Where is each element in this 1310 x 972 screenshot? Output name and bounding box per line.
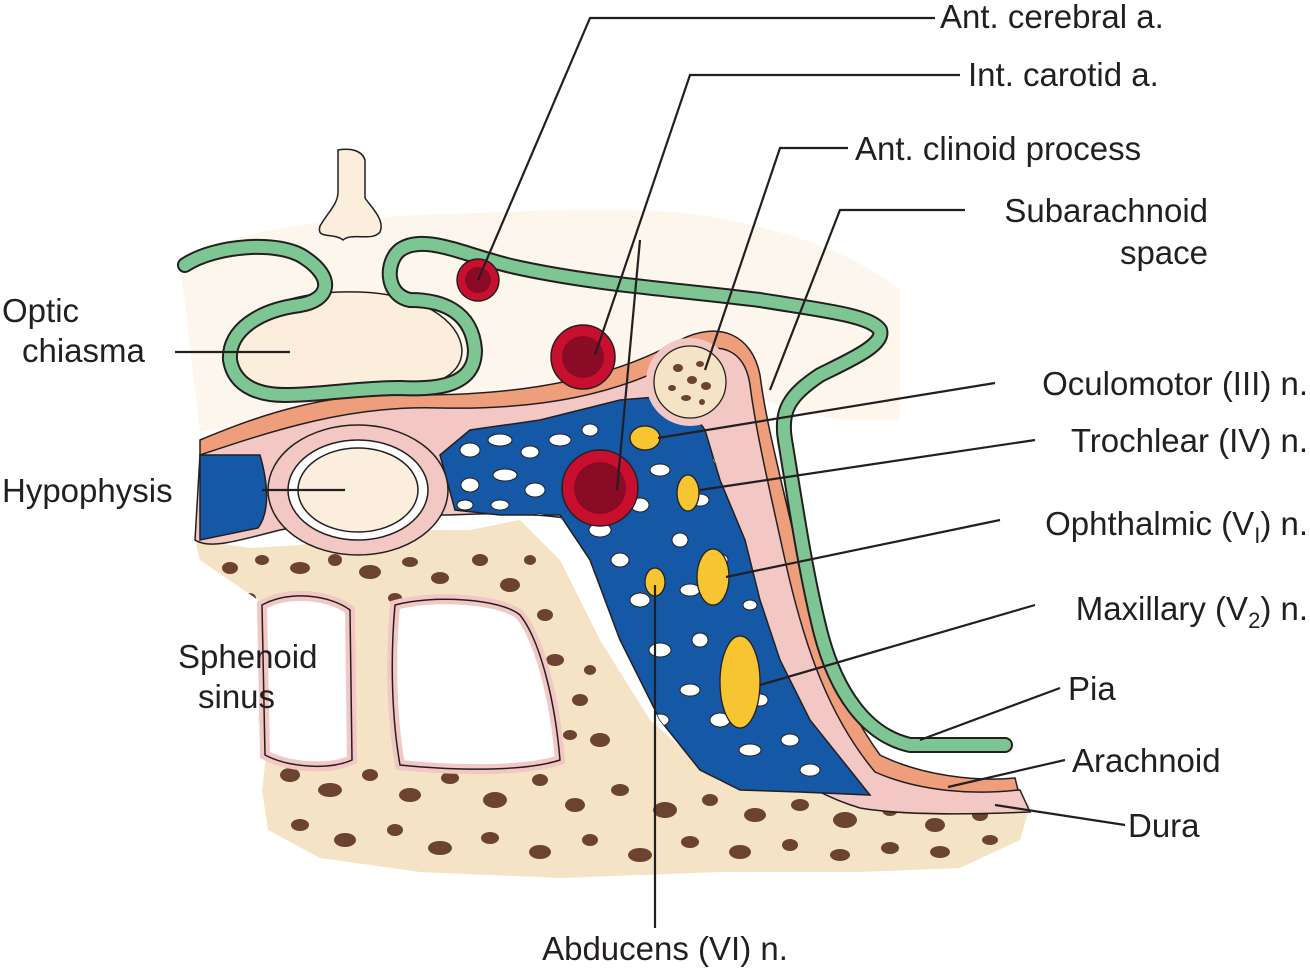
- label-maxillary: Maxillary (V2) n.: [1076, 590, 1308, 633]
- label-ant-clinoid: Ant. clinoid process: [855, 130, 1141, 167]
- pituitary-stalk: [318, 148, 382, 241]
- oculomotor-nerve: [629, 425, 661, 451]
- intercavernous-sinus: [199, 454, 268, 541]
- label-sphenoid-1: Sphenoid: [178, 638, 317, 675]
- label-trochlear: Trochlear (IV) n.: [1071, 422, 1308, 459]
- label-arachnoid: Arachnoid: [1072, 742, 1221, 779]
- hypophysis: [199, 424, 449, 556]
- label-oculomotor: Oculomotor (III) n.: [1042, 365, 1308, 402]
- trochlear-nerve: [676, 474, 700, 512]
- leader-lines: [175, 16, 1126, 928]
- ant-clinoid-process: [646, 338, 734, 426]
- label-subarachnoid-2: space: [1120, 234, 1208, 271]
- label-abducens: Abducens (VI) n.: [542, 930, 788, 967]
- maxillary-nerve: [719, 635, 761, 729]
- sinus-cell-left: [256, 590, 358, 772]
- label-dura: Dura: [1128, 807, 1200, 844]
- cranial-nerves: [629, 425, 761, 729]
- label-optic-1: Optic: [2, 292, 79, 329]
- arachnoid-layer: [199, 330, 1019, 793]
- pia-layer: [177, 235, 1013, 753]
- label-pia: Pia: [1068, 670, 1116, 707]
- label-subarachnoid-1: Subarachnoid: [1004, 192, 1208, 229]
- label-sphenoid-2: sinus: [198, 678, 275, 715]
- ophthalmic-nerve: [696, 548, 730, 606]
- label-optic-2: chiasma: [22, 332, 146, 369]
- label-int-carotid: Int. carotid a.: [968, 56, 1159, 93]
- label-hypophysis: Hypophysis: [2, 472, 173, 509]
- label-ophthalmic: Ophthalmic (VI) n.: [1045, 505, 1308, 548]
- label-ant-cerebral: Ant. cerebral a.: [940, 0, 1164, 35]
